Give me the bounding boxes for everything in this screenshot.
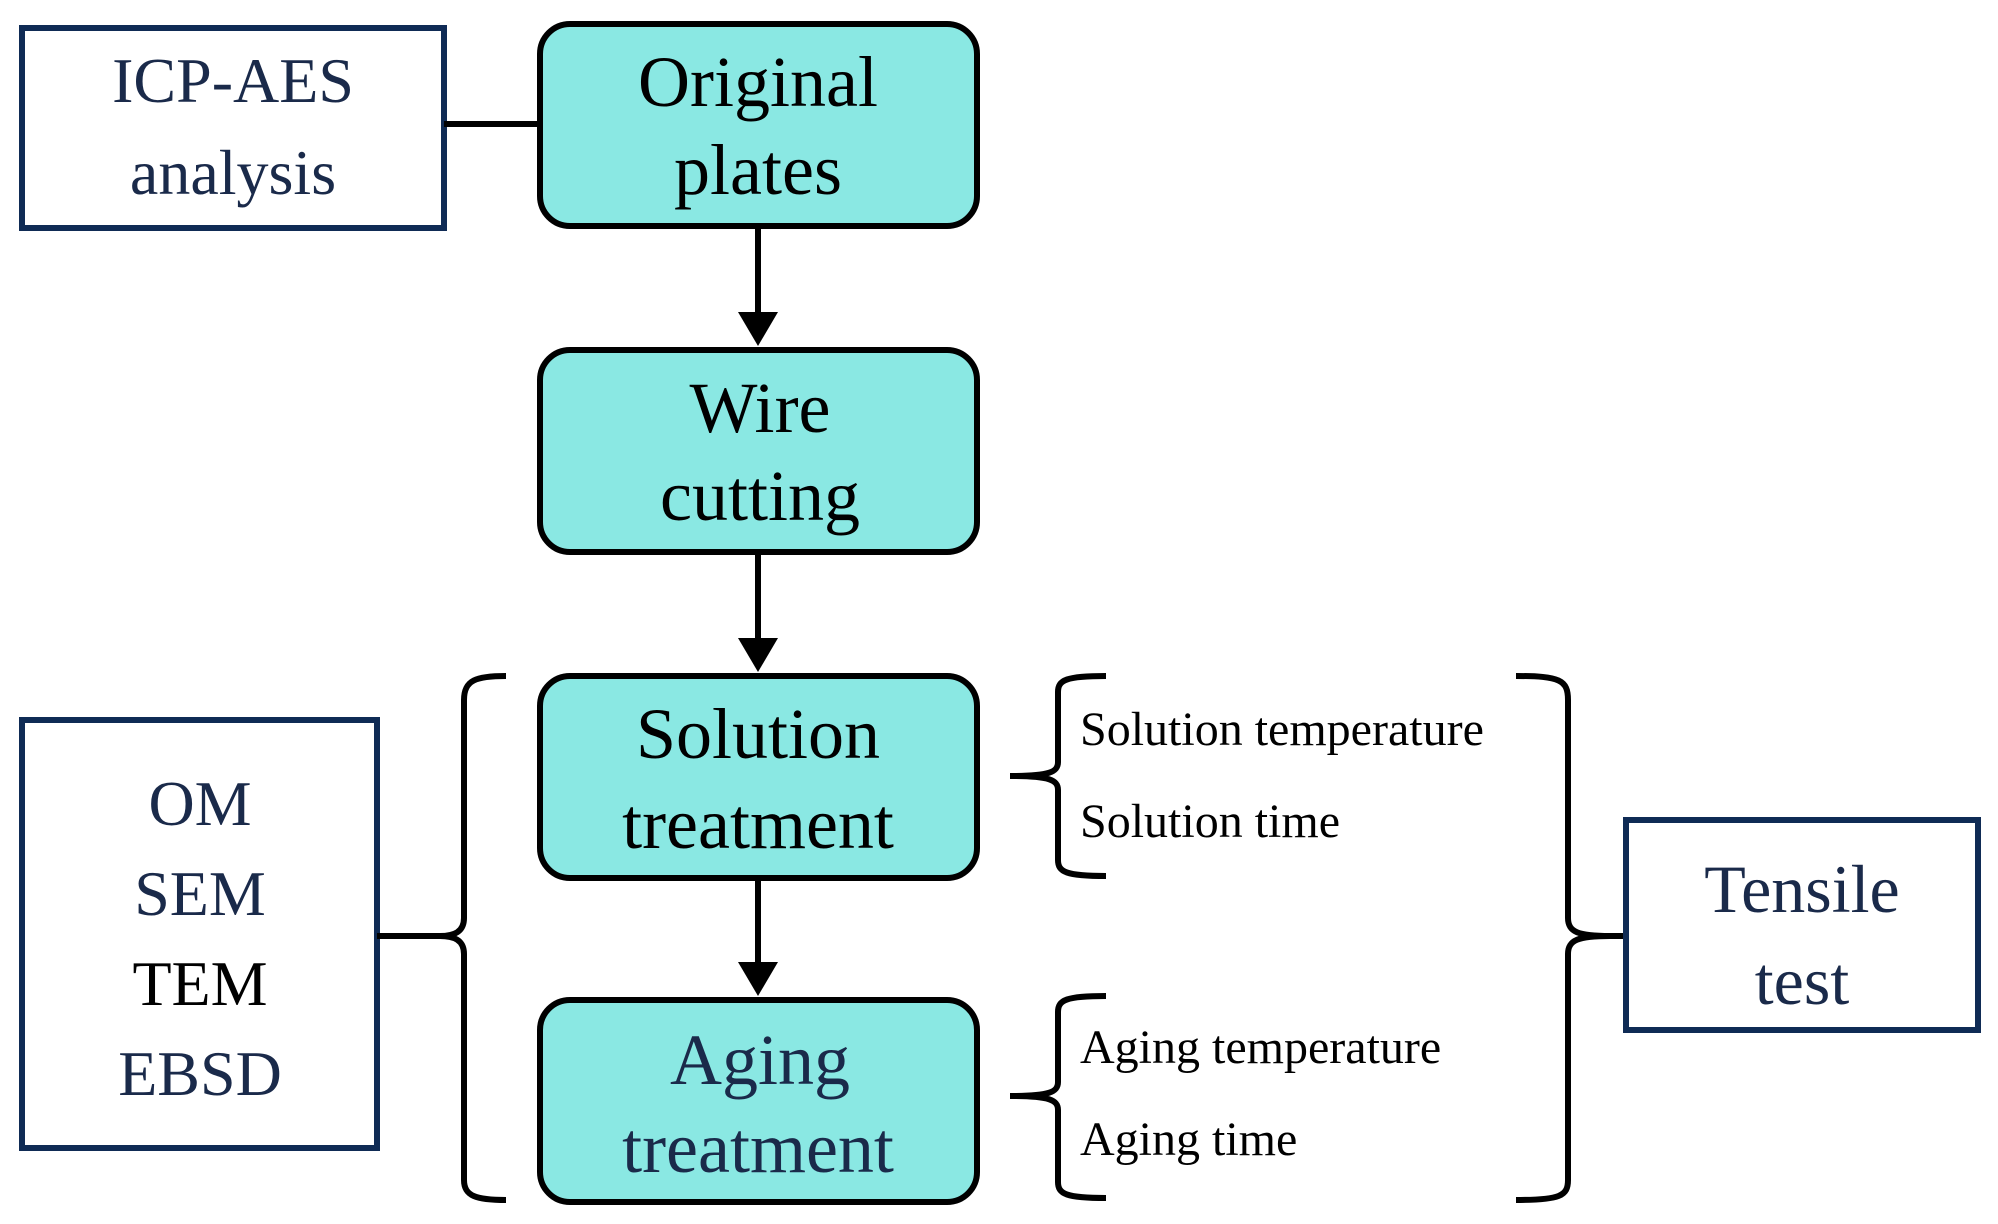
process-step-line1: Aging xyxy=(670,1020,850,1100)
flow-arrowhead-3 xyxy=(738,962,778,996)
process-step-original-plates: Original plates xyxy=(537,21,980,229)
solution-param-time: Solution time xyxy=(1080,795,1340,848)
icp-aes-line2: analysis xyxy=(130,137,336,208)
tensile-line1: Tensile xyxy=(1704,851,1899,927)
left-brace xyxy=(439,673,507,1203)
tensile-line2: test xyxy=(1755,943,1850,1019)
process-step-line2: treatment xyxy=(622,784,894,864)
process-step-line1: Solution xyxy=(636,694,880,774)
right-brace xyxy=(1515,673,1611,1203)
characterization-item-ebsd: EBSD xyxy=(118,1038,282,1109)
flow-arrowhead-1 xyxy=(738,312,778,346)
aging-param-temperature: Aging temperature xyxy=(1080,1021,1441,1074)
characterization-item-sem: SEM xyxy=(134,858,266,929)
process-step-line1: Wire xyxy=(689,368,830,448)
aging-params-brace xyxy=(1009,993,1107,1201)
process-step-line2: plates xyxy=(674,130,842,210)
process-step-wire-cutting: Wire cutting xyxy=(537,347,980,555)
process-step-solution-treatment: Solution treatment xyxy=(537,673,980,881)
icp-aes-line1: ICP-AES xyxy=(112,45,354,116)
solution-params-brace xyxy=(1009,673,1107,879)
characterization-item-tem: TEM xyxy=(132,948,267,1019)
tensile-test-box: Tensile test xyxy=(1623,817,1981,1033)
flow-arrowhead-2 xyxy=(738,638,778,672)
process-step-aging-treatment: Aging treatment xyxy=(537,997,980,1205)
process-step-line2: treatment xyxy=(622,1108,894,1188)
characterization-box: OM SEM TEM EBSD xyxy=(19,717,380,1151)
aging-param-time: Aging time xyxy=(1080,1113,1297,1166)
characterization-item-om: OM xyxy=(148,768,251,839)
process-step-line1: Original xyxy=(638,42,878,122)
icp-aes-box: ICP-AES analysis xyxy=(19,25,447,231)
process-step-line2: cutting xyxy=(660,456,860,536)
solution-param-temperature: Solution temperature xyxy=(1080,703,1484,756)
